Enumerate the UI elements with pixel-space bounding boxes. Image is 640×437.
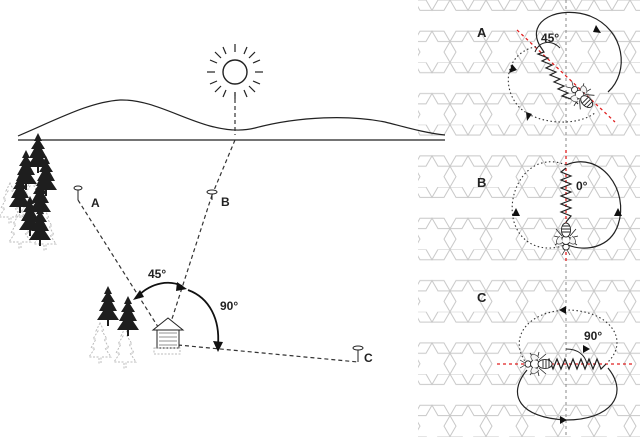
dance-a-arrow-2 [526,112,532,121]
route-b [169,194,213,326]
dance-c-waggle-run [544,357,607,371]
dance-a-angle: 45° [541,31,559,45]
feeder-a-icon [73,185,83,200]
dance-panel-c-label: C [477,290,487,305]
dance-panel-a-label: A [477,25,487,40]
dance-b-angle: 0° [576,179,588,193]
dance-panel-c: C 90° [477,290,635,424]
dance-panel-b: B 0° [477,150,622,262]
angle-arc-ab-arrow-left [133,290,144,300]
dance-b-arrow-right [614,208,622,216]
dance-a-sun-axis [516,29,616,123]
forest-hive-icon [88,286,139,369]
hill-outline [17,99,446,137]
angle-ab-label: 45° [148,267,166,281]
dance-b-loop-solid [565,161,622,249]
dance-a-waggle-run [536,45,579,105]
feeder-c-icon [352,345,364,362]
feeder-b-label: B [221,195,230,209]
angle-arc-ab-arrow-right [176,282,187,291]
honeycomb-panel [418,0,640,437]
dance-c-arrow-angle [583,345,590,353]
dance-c-angle-arc [565,348,588,365]
hive-icon [151,317,185,355]
sun-icon [207,44,263,99]
dance-a-loop-dotted [507,45,597,123]
landscape: 45° 90° A B C [0,44,446,369]
route-c [177,344,359,363]
dance-b-arrow-left [512,208,520,216]
dance-b-waggle-run [559,167,573,223]
dance-panel-b-label: B [477,175,486,190]
feeder-a-label: A [91,196,100,210]
forest-left-icon [0,133,57,251]
dance-a-angle-arc [534,42,561,53]
dance-c-arrow-top [559,306,566,314]
angle-bc-label: 90° [220,299,238,313]
feeder-c-label: C [364,351,373,365]
angle-arc-bc-arrow [213,341,223,352]
route-a [77,199,161,331]
dance-a-arrow-1 [593,25,601,33]
feeder-b-icon [206,189,218,200]
route-b-upper [211,139,236,196]
angle-arc-bc [187,289,220,346]
dance-c-angle: 90° [584,329,602,343]
dance-a-loop-solid [535,11,622,93]
angle-arc-ab [137,281,183,297]
dance-a-arrow-3 [509,64,517,73]
dance-panel-a: A 45° [477,11,622,123]
dance-c-arrow-bottom [560,416,567,424]
dance-b-loop-dotted [511,161,567,249]
